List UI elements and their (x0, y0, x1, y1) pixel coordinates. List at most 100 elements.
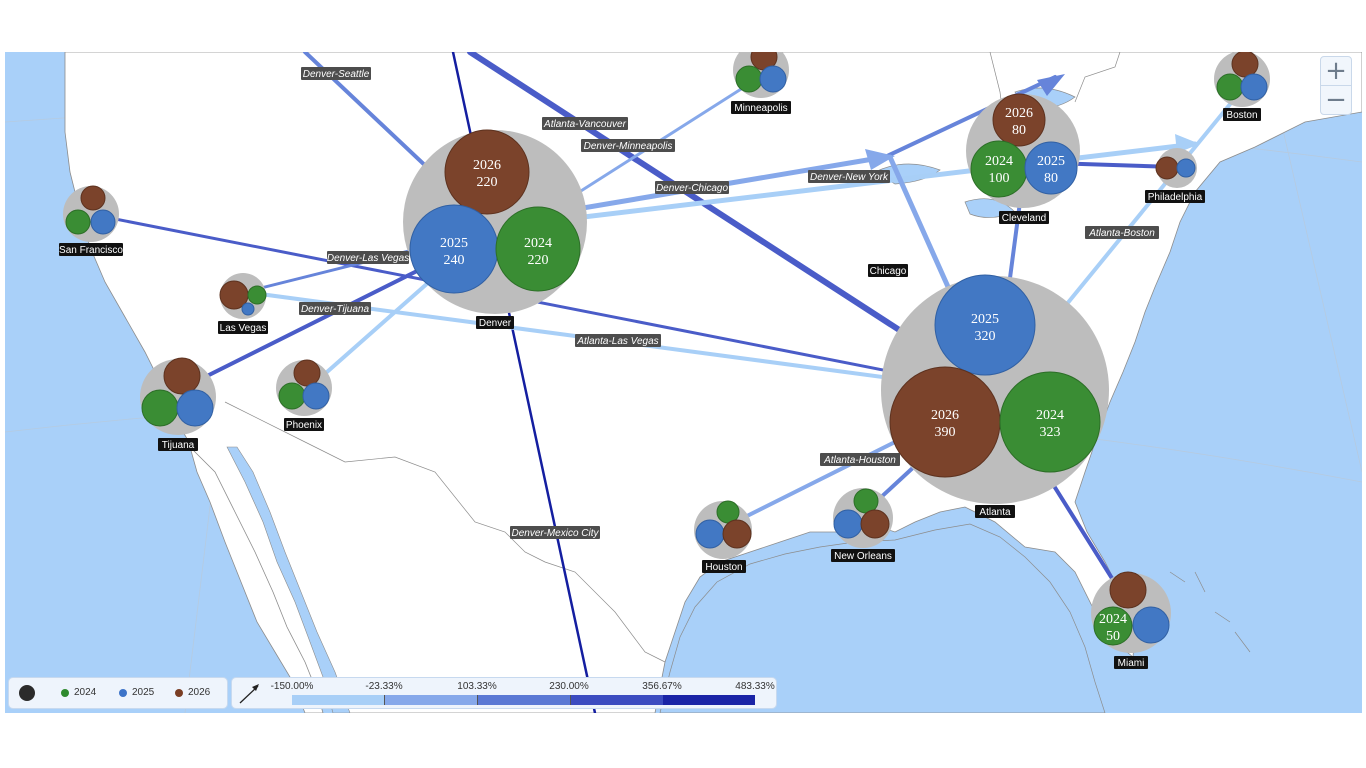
city-label-miami[interactable]: Miami (1114, 656, 1148, 669)
svg-text:Denver-Las Vegas: Denver-Las Vegas (327, 253, 409, 264)
city-label-philadelphia[interactable]: Philadelphia (1145, 190, 1205, 203)
legend-dot-2026 (175, 688, 183, 697)
color-scale-legend: -150.00% -23.33% 103.33% 230.00% 356.67%… (231, 677, 777, 709)
atlanta-2025-value: 320 (975, 329, 996, 344)
bubble-tijuana[interactable] (140, 357, 216, 435)
scale-tick-2: 103.33% (457, 681, 497, 692)
arrowhead-new-york (1037, 74, 1065, 96)
city-label-boston[interactable]: Boston (1223, 108, 1261, 121)
svg-text:Cleveland: Cleveland (1002, 213, 1046, 224)
svg-text:Minneapolis: Minneapolis (734, 103, 787, 114)
route-label-atlanta-las-vegas[interactable]: Atlanta-Las Vegas (575, 334, 661, 347)
cleveland-2026-value: 80 (1012, 123, 1026, 138)
svg-text:Denver-Minneapolis: Denver-Minneapolis (584, 141, 673, 152)
legend-item-2026[interactable]: 2026 (175, 687, 210, 698)
bubble-houston[interactable] (694, 500, 752, 559)
map-canvas[interactable]: 2026 220 2025 240 2024 220 2026 80 2024 … (5, 52, 1362, 713)
cleveland-2024-year: 2024 (985, 154, 1013, 169)
zoom-out-button[interactable]: − (1321, 85, 1351, 115)
scale-tick-0: -150.00% (270, 681, 314, 692)
cleveland-2024-value: 100 (989, 171, 1010, 186)
denver-2025-value: 240 (444, 253, 465, 268)
denver-2026-year: 2026 (473, 158, 501, 173)
land-baja (189, 445, 324, 713)
svg-text:Atlanta-Houston: Atlanta-Houston (823, 455, 896, 466)
zoom-control: + − (1320, 56, 1352, 115)
route-label-atlanta-houston[interactable]: Atlanta-Houston (820, 453, 900, 466)
svg-text:Boston: Boston (1226, 110, 1257, 121)
bubble-new-orleans[interactable] (833, 488, 893, 548)
atlanta-2026-year: 2026 (931, 408, 959, 423)
city-label-houston[interactable]: Houston (702, 560, 746, 573)
flow-arrow-icon (239, 684, 259, 704)
svg-text:Tijuana: Tijuana (162, 440, 195, 451)
scale-segment-4 (571, 695, 663, 705)
svg-text:Denver: Denver (479, 318, 512, 329)
city-label-chicago[interactable]: Chicago (868, 264, 908, 277)
series-legend: 2024 2025 2026 (8, 677, 228, 709)
route-label-denver-tijuana[interactable]: Denver-Tijuana (299, 302, 371, 315)
legend-dot-2025 (119, 688, 127, 697)
atlanta-2026-value: 390 (935, 425, 956, 440)
legend-item-2025[interactable]: 2025 (119, 687, 154, 698)
city-label-minneapolis[interactable]: Minneapolis (731, 101, 791, 114)
svg-text:Atlanta-Boston: Atlanta-Boston (1088, 228, 1155, 239)
scale-tick-5: 483.33% (735, 681, 775, 692)
gulf-of-california (226, 446, 351, 713)
route-label-atlanta-boston[interactable]: Atlanta-Boston (1085, 226, 1159, 239)
bubble-phoenix[interactable] (276, 359, 332, 416)
legend-item-2024[interactable]: 2024 (61, 687, 96, 698)
scale-segment-3 (478, 695, 571, 705)
svg-text:Denver-Chicago: Denver-Chicago (656, 183, 729, 194)
svg-text:Denver-New York: Denver-New York (810, 172, 889, 183)
bubble-las-vegas[interactable] (219, 273, 267, 319)
svg-text:Phoenix: Phoenix (286, 420, 322, 431)
bubble-boston[interactable] (1214, 52, 1270, 107)
route-chicago-cleveland[interactable] (883, 75, 1057, 159)
bubble-minneapolis[interactable] (733, 52, 789, 98)
denver-2026-value: 220 (477, 175, 498, 190)
zoom-in-button[interactable]: + (1325, 56, 1347, 86)
route-label-denver-minneapolis[interactable]: Denver-Minneapolis (581, 139, 675, 152)
bubble-values: 2026 220 2025 240 2024 220 2026 80 2024 … (440, 106, 1127, 644)
scale-segment-1 (292, 695, 385, 705)
route-label-denver-new-york[interactable]: Denver-New York (808, 170, 890, 183)
bubble-san-francisco[interactable] (63, 185, 119, 242)
route-label-denver-las-vegas[interactable]: Denver-Las Vegas (327, 251, 409, 264)
route-label-denver-mexico-city[interactable]: Denver-Mexico City (510, 526, 600, 539)
city-label-cleveland[interactable]: Cleveland (999, 211, 1049, 224)
bubble-miami[interactable] (1091, 571, 1171, 653)
route-label-denver-chicago[interactable]: Denver-Chicago (655, 181, 729, 194)
route-label-atlanta-vancouver[interactable]: Atlanta-Vancouver (542, 117, 628, 130)
denver-2024-value: 220 (528, 253, 549, 268)
color-scale-bar (292, 695, 755, 705)
svg-text:New Orleans: New Orleans (834, 551, 892, 562)
denver-2025-year: 2025 (440, 236, 468, 251)
svg-text:Chicago: Chicago (870, 266, 907, 277)
route-atlanta-san-francisco[interactable] (93, 213, 997, 394)
bubble-philadelphia[interactable] (1155, 148, 1197, 188)
svg-text:Philadelphia: Philadelphia (1148, 192, 1203, 203)
map-svg: 2026 220 2025 240 2024 220 2026 80 2024 … (5, 52, 1362, 713)
bubble-cleveland[interactable] (966, 93, 1080, 208)
scale-segment-5 (663, 695, 755, 705)
bubble-atlanta[interactable] (881, 274, 1109, 504)
city-label-san-francisco[interactable]: San Francisco (59, 243, 123, 256)
scale-tick-1: -23.33% (365, 681, 403, 692)
svg-text:Houston: Houston (705, 562, 742, 573)
city-label-atlanta[interactable]: Atlanta (975, 505, 1015, 518)
bubble-denver[interactable] (403, 129, 587, 314)
city-label-las-vegas[interactable]: Las Vegas (218, 321, 268, 334)
city-label-tijuana[interactable]: Tijuana (158, 438, 198, 451)
svg-text:Atlanta-Vancouver: Atlanta-Vancouver (543, 119, 627, 130)
city-label-denver[interactable]: Denver (476, 316, 514, 329)
city-label-new-orleans[interactable]: New Orleans (831, 549, 895, 562)
arrowhead-philadelphia (1175, 134, 1200, 153)
cleveland-2026-year: 2026 (1005, 106, 1033, 121)
legend-label-2026: 2026 (188, 687, 211, 698)
route-label-denver-seattle[interactable]: Denver-Seattle (301, 67, 371, 80)
miami-2024-year: 2024 (1099, 612, 1127, 627)
denver-2024-year: 2024 (524, 236, 552, 251)
scale-segment-2 (385, 695, 478, 705)
city-label-phoenix[interactable]: Phoenix (284, 418, 324, 431)
